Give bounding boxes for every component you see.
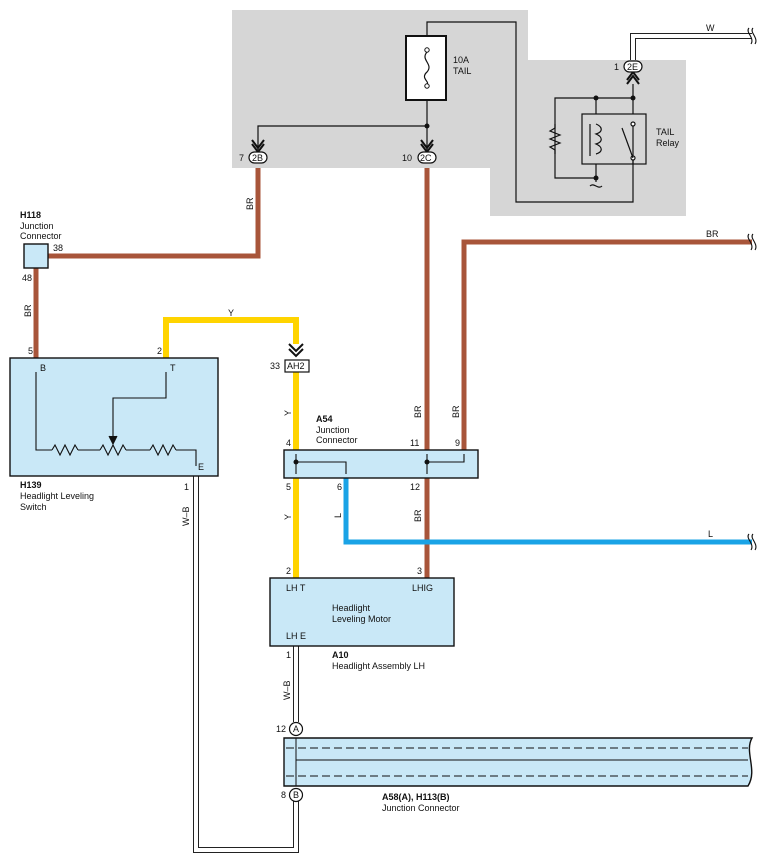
a54-pin-4: 4: [286, 438, 291, 448]
h118-pin-bottom: 48: [22, 273, 32, 283]
fuse-label-name: TAIL: [453, 66, 471, 76]
a54-pin-5: 5: [286, 482, 291, 492]
a54-pin-9: 9: [455, 438, 460, 448]
connector-2e-code: 2E: [627, 62, 638, 72]
wire-label-w-top: W: [706, 23, 715, 33]
a54-pin-12: 12: [410, 482, 420, 492]
wire-l-a54-right: [343, 478, 752, 545]
wire-label-br-9: BR: [451, 405, 461, 418]
h139-pin-e: E: [198, 462, 204, 472]
wire-label-wb-motor: W–B: [282, 680, 292, 700]
a54-id: A54: [316, 414, 333, 424]
h118-label-2: Connector: [20, 231, 62, 241]
wire-label-l-right: L: [708, 529, 713, 539]
wire-label-wb-left: W–B: [181, 506, 191, 526]
relay-block-area: [232, 10, 686, 216]
a10-id: A10: [332, 650, 349, 660]
connector-2b-code: 2B: [252, 153, 263, 163]
connector-2c: [417, 139, 437, 164]
h139-id: H139: [20, 480, 42, 490]
a10-pin-lhe-num: 1: [286, 650, 291, 660]
h118-pin-top: 38: [53, 243, 63, 253]
wire-label-br-11: BR: [413, 405, 423, 418]
a54-pin-11: 11: [410, 438, 419, 448]
a54-pin-6: 6: [337, 482, 342, 492]
connector-2e-pin: 1: [614, 62, 619, 72]
connector-2b-pin: 7: [239, 153, 244, 163]
fuse-10a-tail: [405, 35, 447, 101]
relay-junction-dot-1: [593, 95, 599, 101]
relay-junction-dot-2: [630, 95, 636, 101]
relay-label-type: Relay: [656, 138, 680, 148]
relay-junction-dot-3: [593, 175, 599, 181]
a10-desc: Headlight Assembly LH: [332, 661, 425, 671]
wire-w-top: [630, 33, 752, 60]
fuse-junction-dot: [424, 123, 430, 129]
junction-pin-a-num: 12: [276, 724, 286, 734]
junction-pin-b-circle: [288, 787, 304, 803]
junction-pin-b-num: 8: [281, 790, 286, 800]
wire-label-br-2b: BR: [245, 197, 255, 210]
h139-internal-circuit: [35, 372, 197, 466]
a10-motor-box: [269, 577, 455, 647]
wire-label-y-top: Y: [228, 308, 234, 318]
a10-pin-lht: LH T: [286, 583, 306, 593]
h139-label-1: Headlight Leveling: [20, 491, 94, 501]
connector-2c-code: 2C: [420, 153, 432, 163]
a54-dot-left: [293, 459, 299, 465]
connector-ah2-code: AH2: [287, 361, 305, 371]
junction-pin-a: A: [293, 724, 299, 734]
wire-br-a54-right: [461, 239, 752, 450]
junction-connector-bar: [283, 737, 754, 787]
h139-pin-t-num: 2: [157, 346, 162, 356]
h118-connector-box: [23, 243, 49, 269]
a54-label-1: Junction: [316, 425, 350, 435]
wire-wb-h139-junction: [193, 476, 299, 853]
junction-pin-b: B: [293, 790, 299, 800]
relay-symbol: [548, 121, 636, 188]
connector-ah2: [284, 343, 310, 373]
connector-2c-pin: 10: [402, 153, 412, 163]
wire-label-y-low: Y: [283, 514, 293, 520]
h118-label-1: Junction: [20, 221, 54, 231]
connector-2b: [248, 139, 268, 164]
junction-id: A58(A), H113(B): [382, 792, 450, 802]
wire-label-br-12: BR: [413, 509, 423, 522]
a10-pin-lhe: LH E: [286, 631, 306, 641]
h139-switch-box: [9, 357, 219, 477]
wire-label-br-right: BR: [706, 229, 719, 239]
h139-pin-b-num: 5: [28, 346, 33, 356]
a10-pin-lhig-num: 3: [417, 566, 422, 576]
a54-internal-lines: [295, 454, 465, 474]
wire-break-marks: [747, 27, 757, 551]
wire-label-l-6: L: [333, 513, 343, 518]
fuse-label-rating: 10A: [453, 55, 469, 65]
h139-pin-b: B: [40, 363, 46, 373]
wire-label-y-mid: Y: [283, 410, 293, 416]
a54-dot-right: [424, 459, 430, 465]
a54-connector-box: [283, 449, 479, 479]
h139-pin-e-num: 1: [184, 482, 189, 492]
h118-id: H118: [20, 210, 41, 220]
a10-title-1: Headlight: [332, 603, 371, 613]
connector-2e: [623, 60, 643, 85]
h139-pin-t: T: [170, 363, 176, 373]
wire-label-br-h118: BR: [23, 304, 33, 317]
relay-label-name: TAIL: [656, 127, 674, 137]
h139-label-2: Switch: [20, 502, 47, 512]
a10-pin-lht-num: 2: [286, 566, 291, 576]
wire-br-2b-h118: [48, 168, 261, 259]
junction-pin-a-circle: [288, 721, 304, 737]
a10-title-2: Leveling Motor: [332, 614, 391, 624]
a10-pin-lhig: LHIG: [412, 583, 433, 593]
wire-y-h139-ah2: [163, 317, 299, 358]
junction-desc: Junction Connector: [382, 803, 460, 813]
connector-ah2-pin: 33: [270, 361, 280, 371]
a54-label-2: Connector: [316, 435, 358, 445]
